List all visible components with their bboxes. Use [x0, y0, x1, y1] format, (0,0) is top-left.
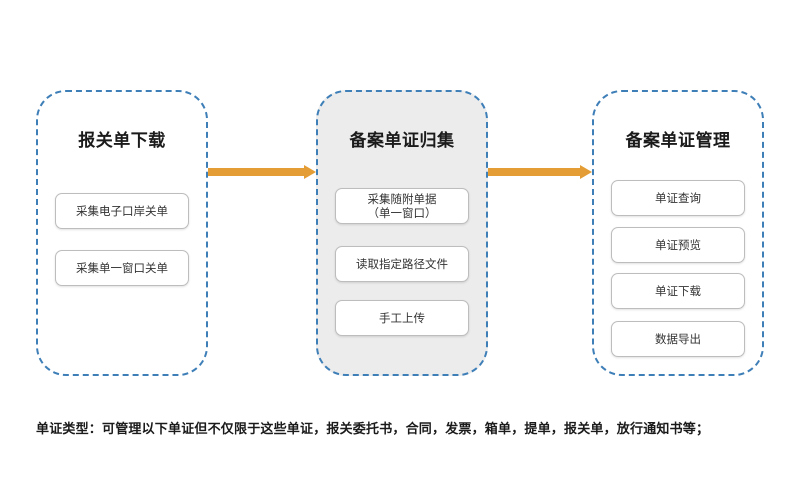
item-label-line-2: （单一窗口） [367, 206, 437, 220]
item-label: 采集电子口岸关单 [76, 204, 168, 218]
item-collect-attachments[interactable]: 采集随附单据 （单一窗口） [335, 188, 469, 224]
item-label-line-1: 采集随附单据 [367, 192, 437, 206]
arrow-shaft [208, 168, 304, 176]
panel-document-collection: 备案单证归集 采集随附单据 （单一窗口） 读取指定路径文件 手工上传 [316, 90, 488, 376]
panel-document-management: 备案单证管理 单证查询 单证预览 单证下载 数据导出 [592, 90, 764, 376]
item-collect-eport-declaration[interactable]: 采集电子口岸关单 [55, 193, 189, 229]
item-label: 单证预览 [655, 238, 701, 252]
item-document-query[interactable]: 单证查询 [611, 180, 745, 216]
item-document-preview[interactable]: 单证预览 [611, 227, 745, 263]
panel-title: 报关单下载 [78, 131, 166, 151]
panel-customs-declaration-download: 报关单下载 采集电子口岸关单 采集单一窗口关单 [36, 90, 208, 376]
flow-arrow-1 [208, 165, 316, 179]
item-collect-single-window-declaration[interactable]: 采集单一窗口关单 [55, 250, 189, 286]
item-data-export[interactable]: 数据导出 [611, 321, 745, 357]
item-manual-upload[interactable]: 手工上传 [335, 300, 469, 336]
arrow-head-icon [580, 165, 592, 179]
arrow-shaft [488, 168, 580, 176]
item-label: 手工上传 [379, 311, 425, 325]
item-document-download[interactable]: 单证下载 [611, 273, 745, 309]
item-label: 数据导出 [655, 332, 701, 346]
flow-arrow-2 [488, 165, 592, 179]
item-read-path-files[interactable]: 读取指定路径文件 [335, 246, 469, 282]
item-label: 读取指定路径文件 [356, 257, 448, 271]
document-types-note: 单证类型：可管理以下单证但不仅限于这些单证，报关委托书，合同，发票，箱单，提单，… [36, 422, 710, 437]
item-label: 单证下载 [655, 284, 701, 298]
arrow-head-icon [304, 165, 316, 179]
item-label: 采集单一窗口关单 [76, 261, 168, 275]
panel-title: 备案单证归集 [349, 131, 455, 151]
panel-title: 备案单证管理 [625, 131, 731, 151]
item-label: 单证查询 [655, 191, 701, 205]
